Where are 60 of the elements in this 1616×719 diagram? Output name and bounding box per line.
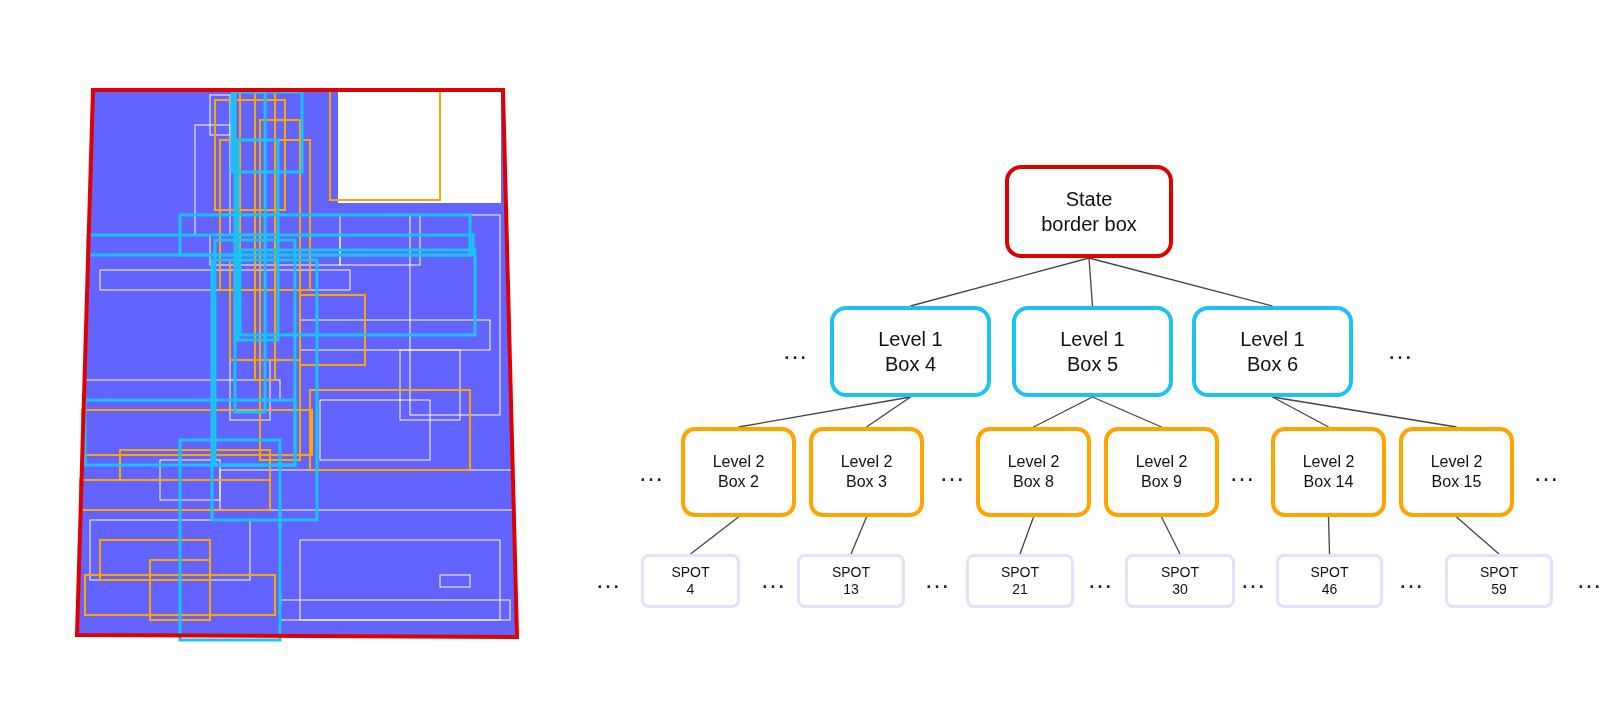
connector-line [850,516,868,555]
connector-line [1019,516,1035,555]
ellipsis: … [1398,566,1424,592]
connector-line [689,516,740,555]
box-label: SPOT 46 [1309,563,1350,599]
spot-box [1445,554,1553,608]
level-1-box [1012,306,1173,397]
ellipsis: … [595,566,621,592]
ellipsis: … [1387,337,1413,363]
spot-box [966,554,1074,608]
connector-line [1271,396,1458,428]
ellipsis: … [1240,566,1266,592]
box-label: SPOT 21 [999,563,1041,599]
level-1-box [1192,306,1353,397]
box-label: SPOT 4 [670,563,711,599]
box-label: SPOT 13 [830,563,872,599]
level-2-box [976,427,1091,517]
box-label: SPOT 30 [1159,563,1201,599]
level-2-box [1104,427,1219,517]
state-box [1005,165,1173,258]
connector-line [1455,516,1500,555]
box-label: Level 1 Box 6 [1239,326,1306,377]
ellipsis: … [1533,459,1559,485]
box-label: Level 2 Box 15 [1429,452,1484,492]
box-label: Level 2 Box 2 [711,452,766,492]
ellipsis: … [1087,566,1113,592]
box-label: SPOT 59 [1478,563,1520,599]
level-2-box [681,427,796,517]
spot-box [797,554,905,608]
ellipsis: … [760,566,786,592]
connector-line [1088,257,1094,307]
spot-box [1125,554,1235,608]
level-2-box [809,427,924,517]
box-label: Level 2 Box 14 [1301,452,1356,492]
ellipsis: … [638,459,664,485]
box-label: State border box [1040,186,1138,237]
level-1-box [830,306,991,397]
connector-line [1271,396,1330,428]
level-2-box [1271,427,1386,517]
ellipsis: … [1229,459,1255,485]
box-label: Level 2 Box 3 [839,452,894,492]
connector-line [1160,516,1181,555]
level-2-box [1399,427,1514,517]
spot-box [641,554,740,608]
box-label: Level 1 Box 5 [1059,326,1126,377]
ellipsis: … [939,459,965,485]
connector-line [1088,257,1274,307]
box-label: Level 1 Box 4 [877,326,944,377]
connector-line [737,396,912,428]
ellipsis: … [1576,566,1602,592]
box-label: Level 2 Box 9 [1134,452,1189,492]
ellipsis: … [924,566,950,592]
ellipsis: … [782,337,808,363]
spot-box [1276,554,1383,608]
connector-line [909,257,1090,307]
connector-line [1327,516,1331,555]
connector-line [1091,396,1163,428]
box-label: Level 2 Box 8 [1006,452,1061,492]
connector-line [1032,396,1094,428]
connector-line [865,396,912,428]
